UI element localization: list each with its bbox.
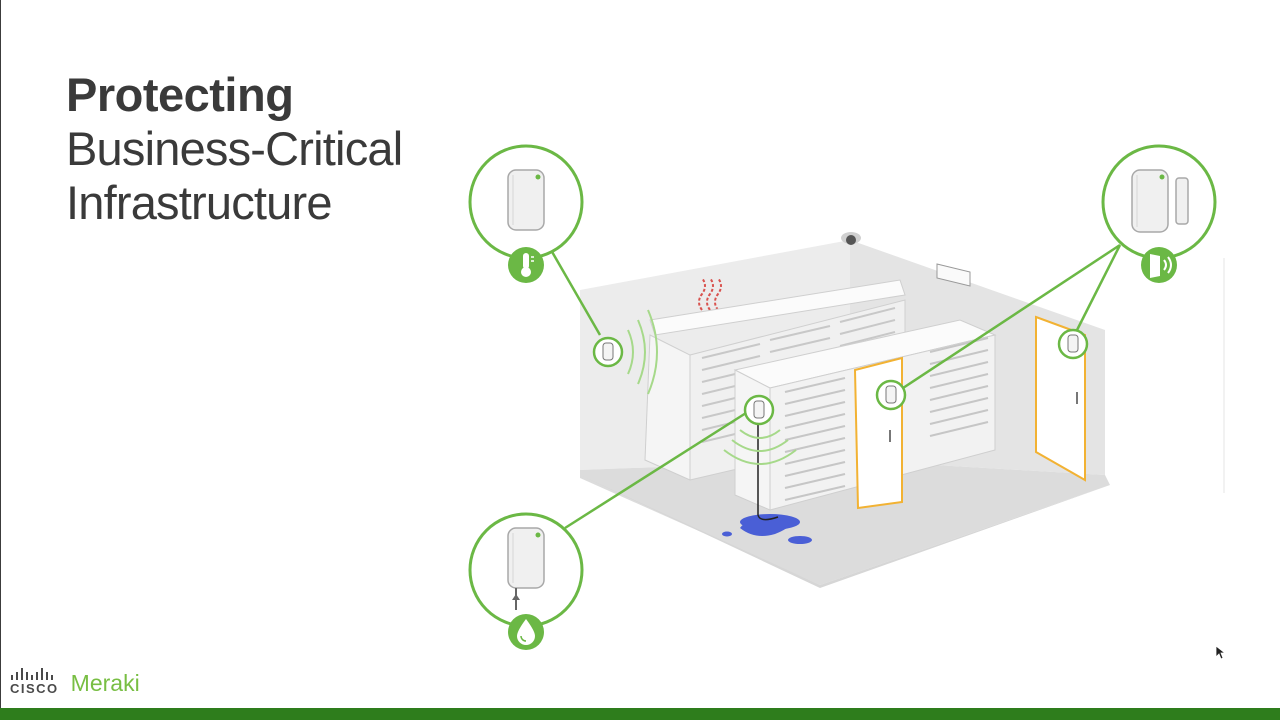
cisco-meraki-logo: CISCO Meraki [10, 668, 140, 696]
slide-border [0, 0, 1, 708]
water-sensor-marker [743, 394, 775, 426]
title-line-3: Infrastructure [66, 176, 332, 229]
temperature-sensor-callout [468, 144, 584, 260]
meraki-wordmark: Meraki [70, 670, 140, 696]
mouse-cursor-icon [1216, 646, 1226, 660]
rack-door-sensor-marker [875, 379, 907, 411]
bottom-accent-bar [0, 708, 1280, 720]
heat-waves-icon [698, 277, 722, 311]
water-sensor-cable [757, 415, 779, 521]
water-leak-puddle [722, 514, 812, 544]
signal-waves-temp [627, 309, 658, 395]
water-sensor-callout [468, 512, 584, 628]
ceiling-camera-icon [841, 232, 861, 245]
data-center-illustration [468, 144, 1217, 650]
title-bold-word: Protecting [66, 68, 294, 121]
cisco-logo: CISCO [10, 668, 59, 696]
title-line-2: Business-Critical [66, 122, 403, 175]
signal-waves-water [723, 429, 797, 465]
door-open-icon [1141, 247, 1177, 283]
temp-sensor-marker [592, 336, 624, 368]
room-door-sensor-marker [1057, 328, 1089, 360]
wall-vent-icon [936, 263, 971, 287]
slide-title: Protecting Business-Critical Infrastruct… [66, 68, 403, 230]
cisco-wordmark: CISCO [10, 681, 59, 696]
slide-edge-mark [1223, 258, 1225, 493]
connector-lines [549, 243, 1122, 530]
water-drop-icon [508, 614, 544, 650]
thermometer-icon [508, 247, 544, 283]
cisco-bars-icon [11, 668, 54, 680]
door-sensor-callout [1101, 144, 1217, 260]
